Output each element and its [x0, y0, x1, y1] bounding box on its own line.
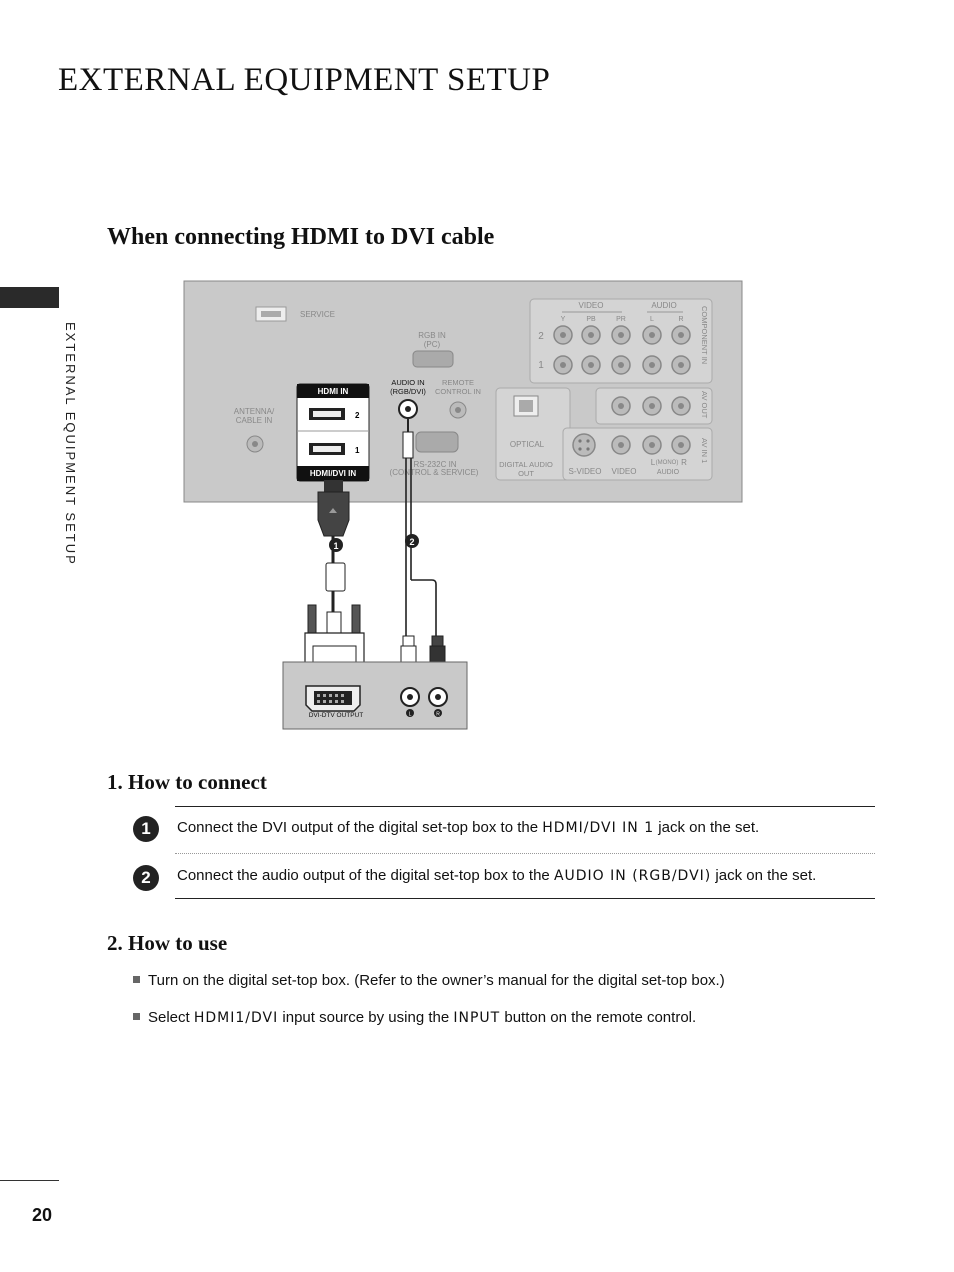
hdmi-plug-tip	[324, 480, 343, 492]
step-2-key: AUDIO IN (RGB/DVI)	[553, 868, 712, 884]
dvi-screw-right	[351, 604, 361, 634]
connect-bottom-rule	[175, 898, 875, 899]
step-1-text: Connect the DVI output of the digital se…	[177, 819, 760, 836]
s-video-label: S-VIDEO	[569, 467, 602, 476]
l-mono-label: L	[651, 458, 656, 467]
audio-label: AUDIO	[651, 301, 676, 310]
chapter-tab-marker	[0, 287, 59, 308]
l-label: L	[650, 316, 654, 323]
callout-2-label: 2	[409, 537, 414, 547]
r-bottom-label: R	[681, 458, 687, 467]
hdmi-port-2-label: 2	[355, 411, 360, 420]
bullet-square-2	[133, 1012, 140, 1020]
audio-in-port-pin	[405, 406, 411, 412]
service-label: SERVICE	[300, 310, 335, 319]
connect-top-rule	[175, 806, 875, 807]
connection-diagram: SERVICE RGB IN (PC) ANTENNA/ CABLE IN HD…	[183, 280, 743, 730]
stb-l-label: L	[409, 712, 412, 718]
hdmi-in-label: HDMI IN	[318, 387, 349, 396]
step-2-number: 2	[133, 865, 159, 891]
use-bullet-2-key2: INPUT	[453, 1010, 501, 1026]
callout-2-marker	[405, 534, 419, 548]
dvi-pin-grid	[317, 694, 344, 703]
rs232-port	[415, 431, 459, 453]
how-to-connect-title: 1. How to connect	[107, 770, 267, 794]
dvi-screw-left	[307, 604, 317, 634]
service-port-slot	[261, 311, 281, 317]
mono-label: (MONO)	[656, 460, 679, 466]
av-out-label: AV OUT	[700, 391, 709, 419]
step-2-text: Connect the audio output of the digital …	[177, 867, 817, 884]
audio-plug-tv	[402, 431, 414, 459]
audio-bottom-label: AUDIO	[657, 469, 680, 476]
video-label: VIDEO	[579, 301, 604, 310]
section-title: When connecting HDMI to DVI cable	[107, 224, 495, 250]
page-number-rule	[0, 1180, 59, 1181]
antenna-label-1: ANTENNA/	[234, 407, 275, 416]
hdmi-plug-body	[317, 491, 350, 537]
av-in-1-label: AV IN 1	[700, 438, 709, 463]
pr-label: PR	[616, 316, 626, 323]
component-row-2: 2	[538, 331, 544, 342]
hdmi-dvi-in-label: HDMI/DVI IN	[310, 469, 356, 478]
s-video-port	[572, 433, 596, 457]
rs232-label-1: RS-232C IN	[413, 460, 456, 469]
step-1-key: HDMI/DVI IN 1	[542, 820, 655, 836]
audio-in-sub-label: (RGB/DVI)	[390, 387, 426, 396]
component-in-label: COMPONENT IN	[700, 306, 709, 364]
hdmi-port-2-slot	[313, 411, 341, 417]
remote-port-pin	[455, 407, 461, 413]
y-label: Y	[561, 316, 566, 323]
hdmi-dvi-in-footer	[297, 466, 369, 481]
optical-label: OPTICAL	[510, 440, 545, 449]
digital-audio-label-2: OUT	[518, 469, 534, 478]
antenna-port-pin	[252, 441, 258, 447]
use-bullet-2: Select HDMI1/DVI input source by using t…	[133, 1009, 696, 1026]
antenna-label-2: CABLE IN	[236, 416, 273, 425]
callout-1-label: 1	[333, 541, 338, 551]
step-divider	[175, 853, 875, 854]
rgb-in-label: RGB IN	[418, 331, 446, 340]
audio-in-label: AUDIO IN	[391, 378, 424, 387]
use-bullet-1: Turn on the digital set-top box. (Refer …	[133, 972, 725, 989]
optical-port-inner	[519, 400, 533, 412]
stb-r-label: R	[436, 712, 440, 718]
rgb-pc-label: (PC)	[424, 340, 441, 349]
callout-1-marker	[329, 538, 343, 552]
page-title: EXTERNAL EQUIPMENT SETUP	[58, 62, 551, 98]
bullet-square-1	[133, 975, 140, 983]
dvi-cable-segment	[325, 562, 346, 592]
remote-label-1: REMOTE	[442, 378, 474, 387]
video-bottom-label: VIDEO	[612, 467, 637, 476]
dvi-output-label: DVI-DTV OUTPUT	[309, 712, 364, 719]
rgb-port	[412, 350, 454, 368]
rs232-label-2: (CONTROL & SERVICE)	[390, 468, 479, 477]
component-jack-pins	[560, 332, 684, 368]
page-number: 20	[32, 1205, 53, 1225]
digital-audio-label-1: DIGITAL AUDIO	[499, 460, 553, 469]
audio-cable-red	[411, 579, 437, 638]
component-row-1: 1	[538, 360, 544, 371]
pb-label: PB	[586, 316, 596, 323]
hdmi-port-1-label: 1	[355, 446, 360, 455]
remote-label-2: CONTROL IN	[435, 387, 481, 396]
step-1-number: 1	[133, 816, 159, 842]
chapter-side-label: EXTERNAL EQUIPMENT SETUP	[63, 322, 78, 566]
hdmi-port-1-slot	[313, 446, 341, 452]
r-label: R	[678, 316, 683, 323]
hdmi-in-header	[297, 384, 369, 398]
use-bullet-2-key: HDMI1/DVI	[193, 1010, 279, 1026]
how-to-use-title: 2. How to use	[107, 931, 228, 955]
